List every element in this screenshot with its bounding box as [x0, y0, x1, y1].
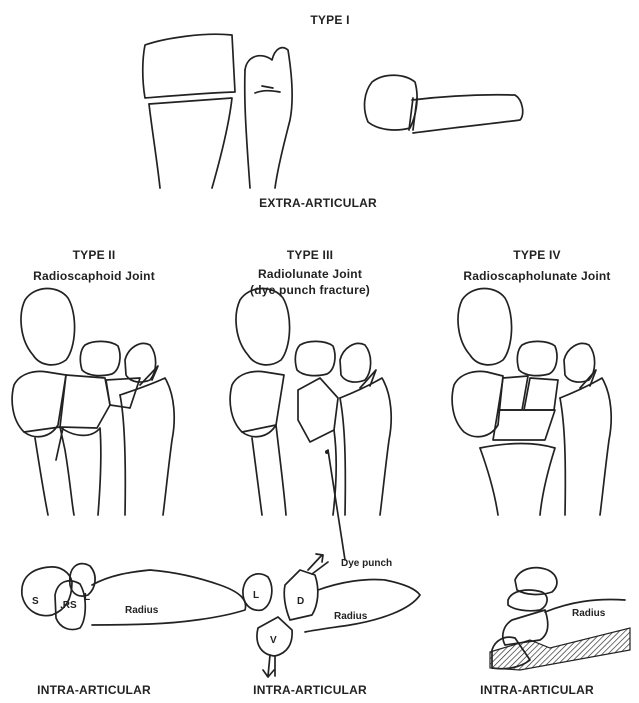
type1-lat-fracture-2	[413, 98, 417, 130]
type3-lateral-view: Dye punch L D V Radius	[243, 554, 420, 677]
type4-carpal-2	[517, 341, 557, 375]
type1-ap-ulna-fracture-mark	[262, 86, 273, 88]
type4-ap-view	[452, 288, 611, 515]
type4-lateral-view: Radius	[490, 568, 630, 670]
type3-arrow-up	[308, 554, 328, 574]
type2-carpal-1	[21, 288, 75, 364]
type3-radius-outer	[252, 438, 262, 515]
type4-lat-carpal-3	[503, 610, 548, 645]
type3-label-d: D	[297, 596, 304, 607]
type4-radius-top	[480, 444, 555, 516]
type3-carpal-2	[295, 341, 335, 375]
type1-ap-ulna-left	[245, 70, 250, 188]
type3-arrow-down	[263, 655, 275, 677]
type4-ulna-left	[560, 398, 565, 515]
type3-ulna-right	[340, 378, 391, 515]
type4-lunate	[498, 376, 528, 410]
type2-radius-outer	[35, 438, 48, 515]
type1-ap-ulna-fracture	[255, 91, 280, 93]
type3-lat-d	[284, 570, 318, 620]
type1-lateral-view	[365, 75, 523, 133]
type2-label-radius: Radius	[125, 605, 159, 616]
type1-ap-radius-shaft-left	[149, 104, 160, 188]
type3-radius-left	[242, 425, 286, 515]
type2-ulna-left	[120, 395, 125, 515]
type3-label-l: L	[253, 590, 259, 601]
type3-carpal-3	[340, 343, 371, 382]
type3-label-dye-punch: Dye punch	[341, 558, 392, 569]
type2-label-l: L	[84, 592, 90, 603]
type2-fracture-line	[56, 428, 63, 460]
type3-lunate-fragment	[298, 378, 338, 442]
type4-lat-hatched-radius	[490, 628, 630, 670]
type3-label-v: V	[270, 635, 277, 646]
type2-ap-view	[12, 288, 174, 515]
type4-label-radius: Radius	[572, 608, 606, 619]
type4-radius-left	[480, 448, 498, 515]
type1-ap-view	[143, 34, 292, 188]
type3-carpal-1	[236, 288, 290, 364]
type3-ulna-left	[340, 398, 345, 515]
type2-lunate	[60, 375, 110, 428]
type3-ap-view	[230, 288, 391, 560]
type3-lat-radius	[305, 579, 420, 632]
type2-triquetrum	[106, 378, 140, 408]
type2-ulna-right	[120, 378, 174, 515]
type4-triquetrum	[524, 378, 558, 410]
type3-label-radius: Radius	[334, 611, 368, 622]
type2-radius-right	[60, 427, 101, 515]
type4-ulna-right	[560, 378, 611, 515]
type2-label-rs: .RS	[60, 600, 77, 611]
type2-lat-radius	[92, 570, 246, 625]
type1-ap-radius-fragment	[143, 34, 235, 98]
type1-ap-ulna-right	[245, 48, 292, 188]
type1-ap-radius-shaft-right	[149, 98, 232, 188]
type2-label-s: S	[32, 596, 39, 607]
type2-radius-left	[24, 427, 74, 515]
type1-lat-radius	[412, 95, 523, 133]
type2-carpal-2	[80, 341, 120, 375]
type4-radius-fragment	[493, 410, 555, 440]
type2-carpal-3	[125, 343, 156, 382]
type2-lateral-view: L S .RS Radius	[22, 564, 246, 630]
type3-leader-dot	[325, 450, 329, 454]
type4-carpal-1	[458, 288, 512, 364]
